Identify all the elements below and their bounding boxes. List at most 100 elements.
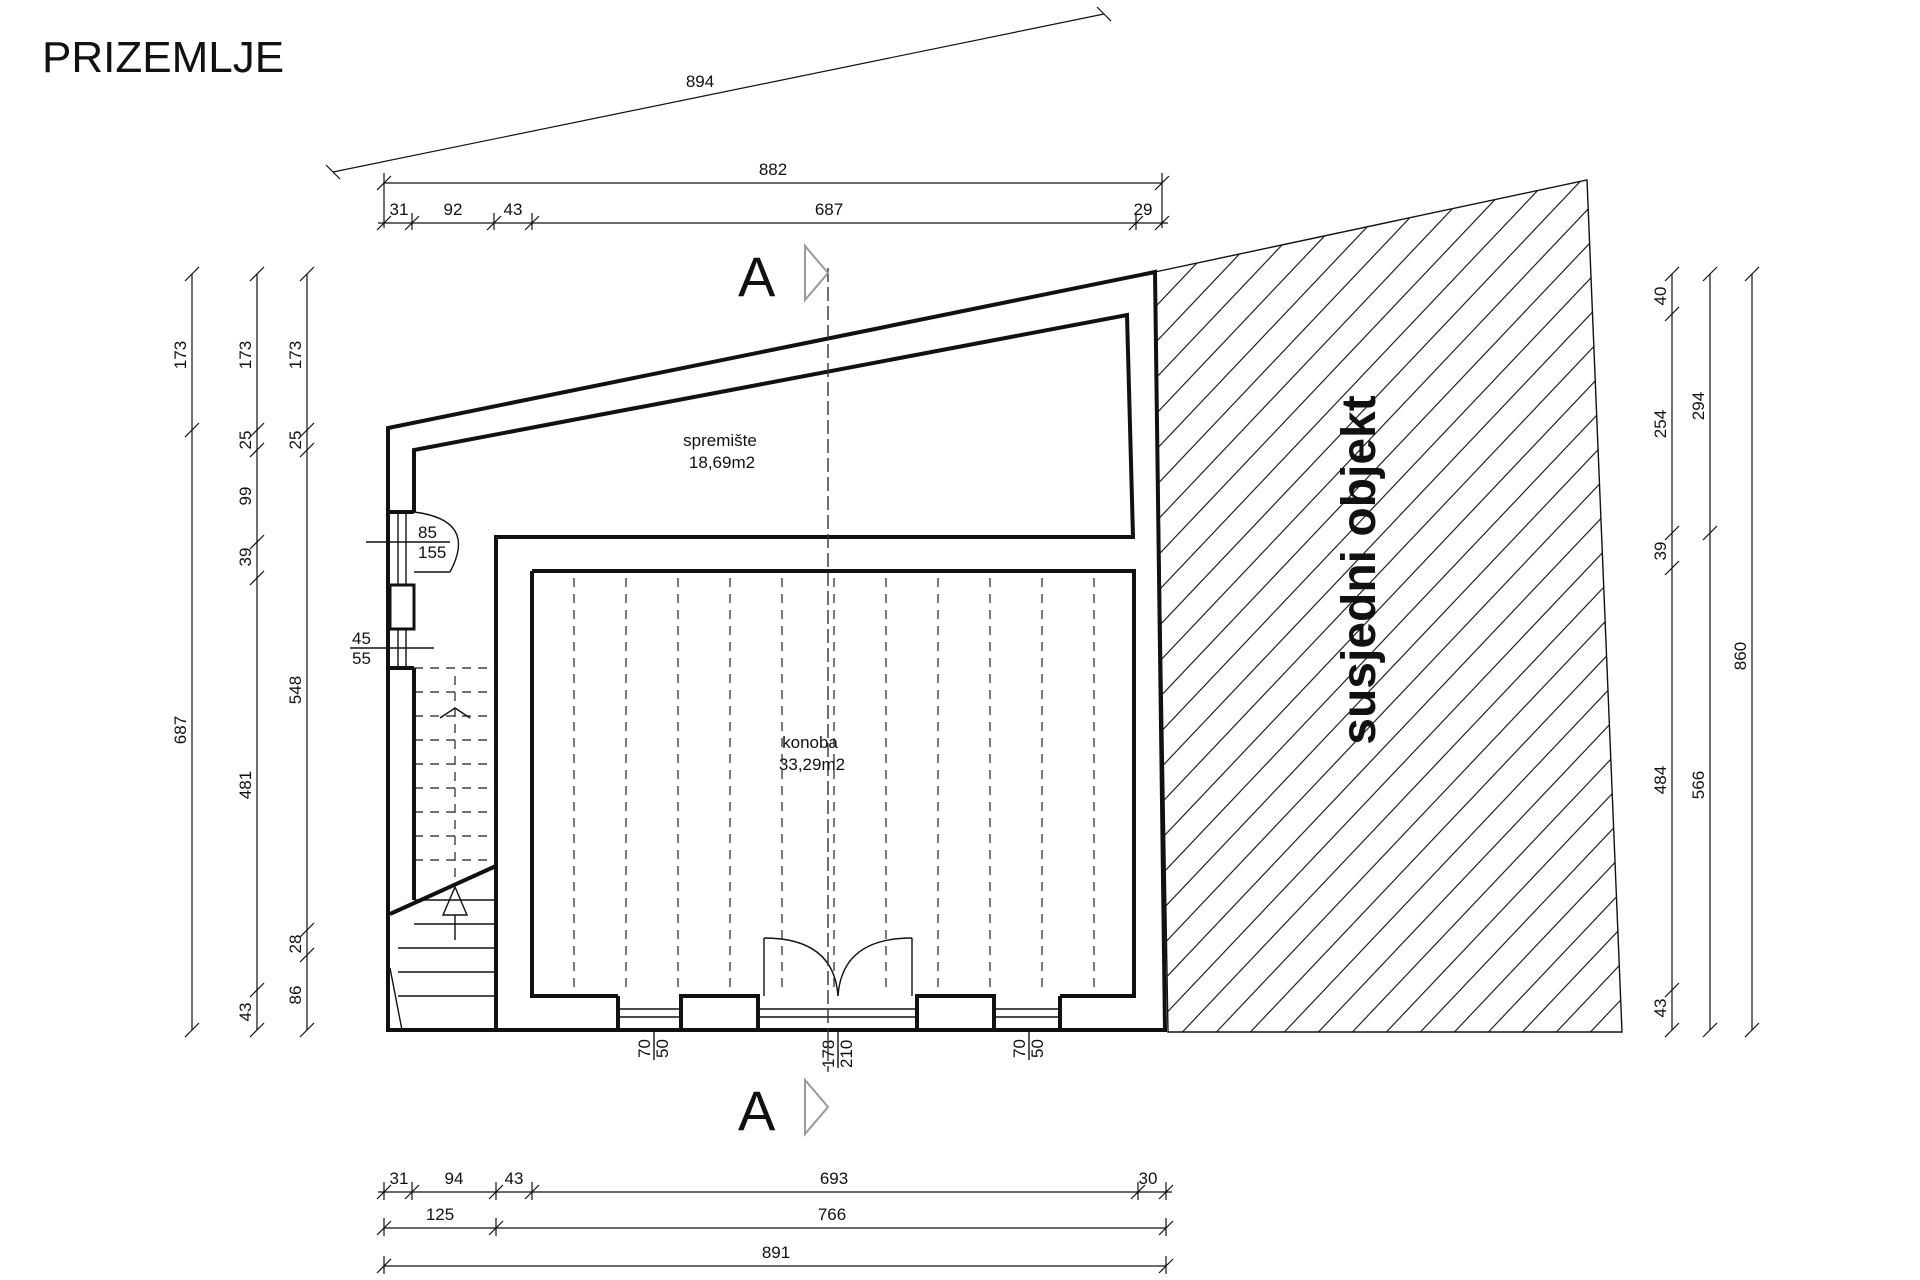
dim-left-mid-2: 25 [236,431,255,450]
hatch-line [1593,180,1622,1032]
dim-right-inner-2: 254 [1651,410,1670,438]
door-bottom-width: 178 [819,1040,838,1068]
wall-pier-1 [679,994,760,1032]
door-swings [413,511,913,997]
window-br-height: 50 [1028,1039,1047,1058]
hatch-line [1423,180,1622,1032]
left-wall-pier-1 [388,583,416,631]
dim-right-inner-4: 484 [1651,766,1670,794]
hatch-line [1155,180,1373,1032]
hatch-line [1155,180,1169,1032]
hatch-line [1155,180,1622,1032]
hatch-line [1155,180,1622,1032]
hatch-line [1730,150,1920,1100]
wall-pier-2 [915,994,996,1032]
dim-top-diagonal: 894 [686,72,714,91]
section-arrow-icon [804,243,830,303]
dim-bottom-mid-1: 125 [426,1205,454,1224]
hatch-line [1525,180,1622,1032]
hatch-line [1155,180,1509,1032]
hatch-line [1155,180,1622,1032]
neighbor-label: susjedni objekt [1333,395,1386,744]
building-walls [386,269,1168,1032]
hatch-line [1900,150,1920,1100]
hatch-line [1155,180,1543,1032]
door-bottom-height: 210 [837,1040,856,1068]
dim-top-seg-1: 31 [390,200,409,219]
section-marker-top: A [738,243,830,308]
hatch-line [1155,180,1407,1032]
top-diagonal-dimension: 894 [325,6,1112,180]
hatch-line [1321,180,1622,1032]
hatch-line [1155,180,1622,1032]
hatch-line [1155,180,1237,1032]
room-area-cellar: 33,29m2 [779,755,845,774]
hatch-line [1155,180,1622,1032]
dim-top-seg-3: 43 [504,200,523,219]
dim-left-inner-1: 173 [286,341,305,369]
hatch-line [1185,180,1622,1032]
bottom-mid-dimensions: 125 766 [376,1205,1174,1236]
dim-right-inner-5: 43 [1651,999,1670,1018]
cellar-beams [573,578,1095,990]
top-total-dimension: 882 [376,160,1170,228]
hatch-line [1155,180,1339,1032]
hatch-line [1155,180,1622,1032]
left-outer-dimension: 173 687 [171,266,200,1038]
dim-bottom-seg-1: 31 [390,1169,409,1188]
hatch-line [200,150,1100,1100]
section-arrow-icon [804,1077,830,1137]
dim-right-inner-3: 39 [1651,542,1670,561]
hatch-line [1155,180,1622,1032]
hatch-line [1287,180,1622,1032]
hatch-line [1832,150,1920,1100]
hatch-line [1155,180,1622,1032]
dim-left-mid-5: 481 [236,771,255,799]
dim-left-mid-1: 173 [236,341,255,369]
bottom-total-dimension: 891 [376,1243,1174,1274]
dim-left-mid-6: 43 [236,1003,255,1022]
hatch-line [1155,180,1622,1032]
dim-left-outer-2: 687 [171,716,190,744]
dim-left-mid-4: 39 [236,548,255,567]
dim-bottom-mid-2: 766 [818,1205,846,1224]
dim-bottom-seg-3: 43 [505,1169,524,1188]
hatch-line [1457,180,1622,1032]
dim-bottom-seg-4: 693 [820,1169,848,1188]
door-width-label: 85 [418,523,437,542]
hatch-line [1491,180,1622,1032]
window-width-label: 45 [352,629,371,648]
hatch-line [1155,180,1577,1032]
hatch-line [1355,180,1622,1032]
window-bl-height: 50 [653,1039,672,1058]
section-label-top: A [738,245,776,308]
hatch-line [1764,150,1920,1100]
dim-left-inner-5: 86 [286,986,305,1005]
hatch-line [1866,150,1920,1100]
dim-top-seg-5: 29 [1134,200,1153,219]
dim-left-outer-1: 173 [171,341,190,369]
hatch-line [1155,180,1441,1032]
hatch-line [1696,150,1920,1100]
window-height-label: 55 [352,649,371,668]
left-mid-dimension: 173 25 99 39 481 43 [236,266,265,1038]
bottom-segment-dimensions: 31 94 43 693 30 [376,1169,1174,1200]
dim-bottom-seg-2: 94 [445,1169,464,1188]
hatch-line [1798,150,1920,1100]
hatch-line [1155,180,1622,1032]
hatch-line [1155,180,1475,1032]
hatch-line [1253,180,1622,1032]
hatch-line [1662,150,1920,1100]
dim-right-outer: 860 [1731,642,1750,670]
hatch-line [1155,180,1622,1032]
hatch-line [1155,180,1622,1032]
dim-top-seg-4: 687 [815,200,843,219]
opening-labels: 85 155 45 55 70 50 178 210 70 50 [350,523,1047,1068]
up-arrow-icon [441,885,469,940]
top-segment-dimensions: 31 92 43 687 29 [376,200,1170,231]
dim-bottom-seg-5: 30 [1139,1169,1158,1188]
dim-right-mid-2: 566 [1689,771,1708,799]
dim-left-inner-4: 28 [286,935,305,954]
hatch-line [1559,180,1622,1032]
